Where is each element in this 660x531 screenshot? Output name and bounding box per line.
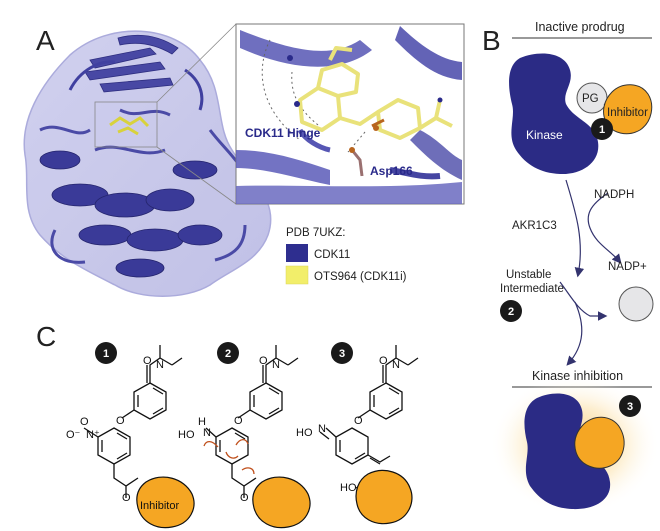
s1-n-top: N xyxy=(156,359,164,371)
beta-sheet xyxy=(68,34,204,111)
ligand-small xyxy=(109,116,150,136)
hinge-label: CDK11 Hinge xyxy=(245,126,321,140)
release-arrow xyxy=(559,281,608,321)
bound-inhibitor xyxy=(574,416,625,469)
c-step-2-number: 2 xyxy=(225,348,231,360)
s1-o-top: O xyxy=(143,355,152,367)
s3-ho-free: HO xyxy=(340,482,357,494)
s2-ho: HO xyxy=(178,429,195,441)
nadp-label: NADP+ xyxy=(608,261,647,273)
s1-o-linker: O xyxy=(122,492,131,504)
kinase-shape-inhibited xyxy=(524,393,611,510)
reaction-scheme: NADPH AKR1C3 NADP+ Unstable Intermediate… xyxy=(500,179,654,366)
s3-o-top: O xyxy=(379,355,388,367)
alpha-helices xyxy=(39,150,223,278)
protein-structure xyxy=(23,30,272,297)
structure-1 xyxy=(83,342,183,498)
released-pg xyxy=(618,286,654,322)
s1-inhibitor-shape xyxy=(136,476,195,529)
s1-nitro-o: O xyxy=(80,416,89,428)
legend-label-ots964: OTS964 (CDK11i) xyxy=(314,271,407,283)
step-1-badge xyxy=(591,118,613,140)
legend-swatch-cdk11 xyxy=(286,244,308,262)
zoom-line-top xyxy=(156,23,237,103)
zoom-line-bottom xyxy=(156,146,237,205)
s2-o-top: O xyxy=(259,355,268,367)
s2-o-ether: O xyxy=(234,415,243,427)
panel-label-b: B xyxy=(482,25,501,56)
s1-nitro-ominus: O⁻ xyxy=(66,429,81,441)
panel-label-c: C xyxy=(36,321,56,352)
inhibitor-label-b: Inhibitor xyxy=(607,107,648,119)
kinase-shape xyxy=(509,53,599,175)
kinase-label: Kinase xyxy=(526,128,563,142)
panel-label-a: A xyxy=(36,25,55,56)
main-arrow-1 xyxy=(565,179,585,278)
inhibitor-shape xyxy=(603,84,653,135)
structure-1-labels: 1 O N O O N⁺ O⁻ O Inhibitor xyxy=(66,348,195,529)
legend: PDB 7UKZ: CDK11 OTS964 (CDK11i) xyxy=(285,227,407,285)
legend-title: PDB 7UKZ: xyxy=(286,227,345,239)
s3-ho: HO xyxy=(296,427,313,439)
s1-inhibitor-label: Inhibitor xyxy=(140,500,179,512)
c-step-3-number: 3 xyxy=(339,348,345,360)
s2-inhibitor-shape xyxy=(252,476,311,529)
step-2-number: 2 xyxy=(508,306,514,318)
s2-n-top: N xyxy=(272,359,280,371)
c-step-1-number: 1 xyxy=(103,348,109,360)
s2-n: N xyxy=(203,427,211,439)
nadph-label: NADPH xyxy=(594,189,634,201)
zoom-box xyxy=(94,101,158,148)
kinase-prodrug-group: Kinase PG Inhibitor 1 xyxy=(509,53,653,175)
s2-n-h: H xyxy=(198,416,206,428)
intermediate-line1: Unstable xyxy=(506,269,551,281)
structure-2 xyxy=(203,342,299,498)
step-2-badge xyxy=(500,300,522,322)
inset-zoom: CDK11 Hinge Asp166 xyxy=(235,23,465,205)
intermediate-line2: Intermediate xyxy=(500,283,564,295)
pg-label: PG xyxy=(582,93,599,105)
s1-o-ether: O xyxy=(116,415,125,427)
prodrug-title: Inactive prodrug xyxy=(535,20,625,34)
legend-label-cdk11: CDK11 xyxy=(314,249,350,261)
s3-n-top: N xyxy=(392,359,400,371)
residue-label: Asp166 xyxy=(370,164,413,178)
s1-nitro-n: N⁺ xyxy=(86,429,100,441)
structure-3 xyxy=(319,342,419,465)
s3-inhibitor-shape xyxy=(355,469,413,525)
main-arrow-2 xyxy=(566,301,583,366)
s2-o-linker: O xyxy=(240,492,249,504)
step-1-number: 1 xyxy=(599,124,605,136)
step-3-badge xyxy=(619,395,641,417)
step-3-number: 3 xyxy=(627,401,633,413)
kinase-inhibited-group: 3 xyxy=(490,375,660,515)
enzyme-label: AKR1C3 xyxy=(512,220,557,232)
cofactor-arrow xyxy=(587,192,622,264)
legend-swatch-ots964 xyxy=(285,265,309,285)
structure-3-labels: 3 O N O N HO HO xyxy=(296,348,413,525)
s3-o-ether: O xyxy=(354,415,363,427)
s3-n: N xyxy=(318,423,326,435)
structure-2-labels: 2 O N O H N HO O xyxy=(178,348,311,529)
